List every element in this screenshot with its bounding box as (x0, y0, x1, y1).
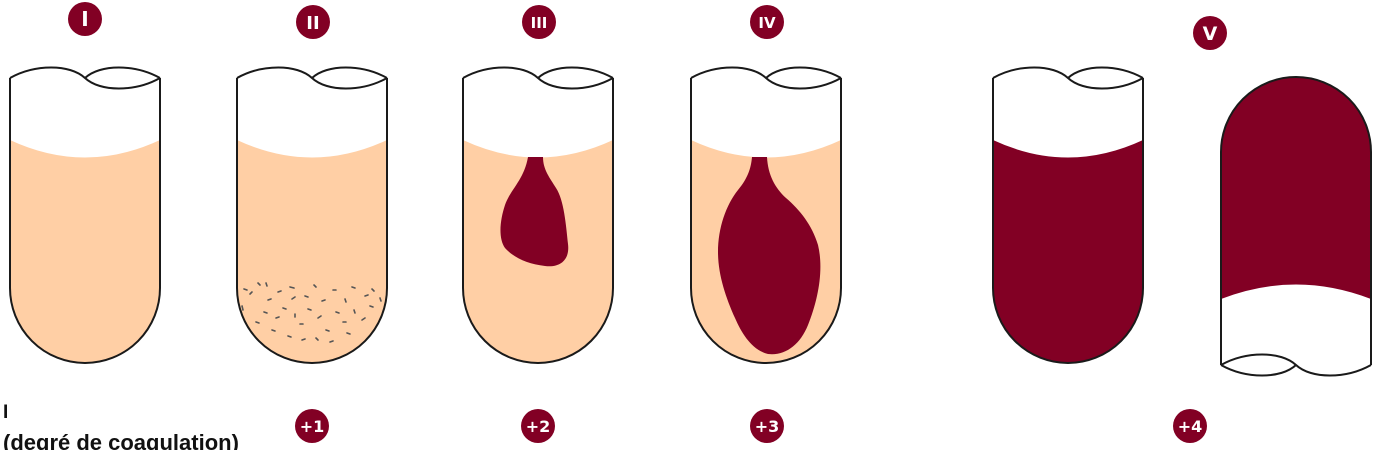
svg-text:V: V (1203, 23, 1218, 45)
tube-top-rim (312, 68, 387, 79)
svg-text:+3: +3 (755, 417, 780, 436)
clot-fill (993, 140, 1143, 363)
tube-top-rim (538, 68, 613, 79)
svg-text:+1: +1 (300, 417, 325, 436)
tube-stage-4 (691, 68, 841, 364)
plasma-fill (237, 140, 387, 363)
stage-badge-2: II (296, 5, 330, 39)
grade-badge-2: +2 (521, 409, 555, 443)
tube-stage-2 (237, 68, 387, 364)
tube-bottom-rim (1221, 365, 1296, 376)
grade-badge-4: +4 (1173, 409, 1207, 443)
grade-badge-3: +3 (750, 409, 784, 443)
tube-stage-1 (10, 68, 160, 364)
tube-top-rim (1068, 68, 1143, 79)
stage-badge-1: I (68, 2, 102, 36)
stage-badge-3: III (522, 5, 556, 39)
tube-stage-5-upright (993, 68, 1143, 364)
svg-text:IV: IV (758, 14, 776, 32)
tube-top-rim (85, 68, 160, 79)
tube-top-rim (766, 68, 841, 79)
svg-text:+4: +4 (1178, 417, 1203, 436)
tube-stage-3 (463, 68, 613, 363)
tube-stage-5-inverted (1221, 77, 1371, 376)
svg-text:I: I (81, 7, 88, 31)
grade-badge-1: +1 (295, 409, 329, 443)
svg-text:II: II (306, 13, 319, 34)
plasma-fill (10, 140, 160, 363)
svg-text:+2: +2 (526, 417, 551, 436)
grade-label-line1: I (3, 402, 8, 424)
stage-badge-5: V (1193, 16, 1227, 50)
svg-text:III: III (531, 14, 548, 32)
clot-fill (1221, 77, 1371, 299)
stage-badge-4: IV (750, 5, 784, 39)
